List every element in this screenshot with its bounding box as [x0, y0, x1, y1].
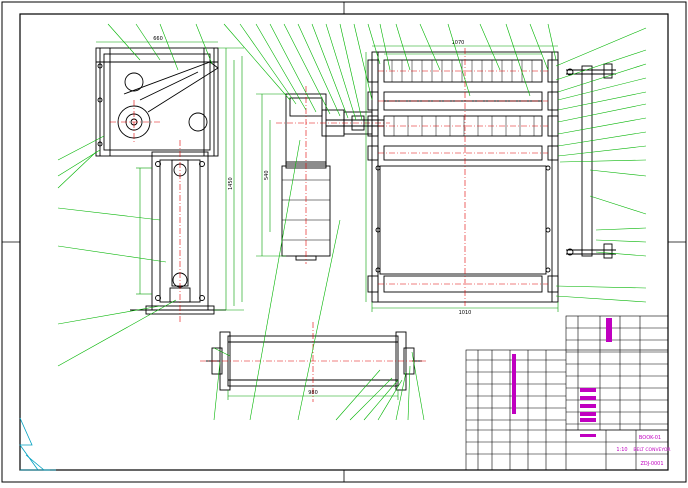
title-scale: 1:10: [616, 447, 627, 453]
side-view-centerlines: [110, 100, 181, 322]
motor-centerlines: [276, 86, 390, 264]
title-drawing-number: ZDJ-0001: [640, 461, 663, 467]
motor-dimensions: [256, 93, 286, 257]
dim-side-height: 1450: [228, 177, 234, 190]
conveyor-bed: [379, 165, 547, 275]
roller-frame-centerlines: [378, 48, 548, 306]
leader-lines: [57, 23, 647, 421]
dim-frame-bottom-width: 1010: [459, 310, 472, 316]
dim-gearbox-top-width: 660: [153, 36, 163, 42]
dim-motor-height: 540: [264, 170, 270, 180]
side-view: [95, 47, 226, 315]
title-part-name: BELT CONVEYOR: [633, 447, 670, 453]
roller-detail-centerlines: [200, 322, 428, 402]
roller-frame-dimensions: [365, 45, 559, 312]
dim-roller-frame-width: 1070: [452, 40, 465, 46]
centering-marks: [2, 2, 686, 482]
corner-symbol: [19, 417, 56, 471]
motor-assembly: [281, 93, 384, 261]
title-drawing-title: BOOK-01: [639, 435, 661, 441]
title-block-marks: [512, 318, 612, 437]
roller-frame: [367, 51, 559, 303]
side-view-dimensions: [96, 41, 244, 311]
